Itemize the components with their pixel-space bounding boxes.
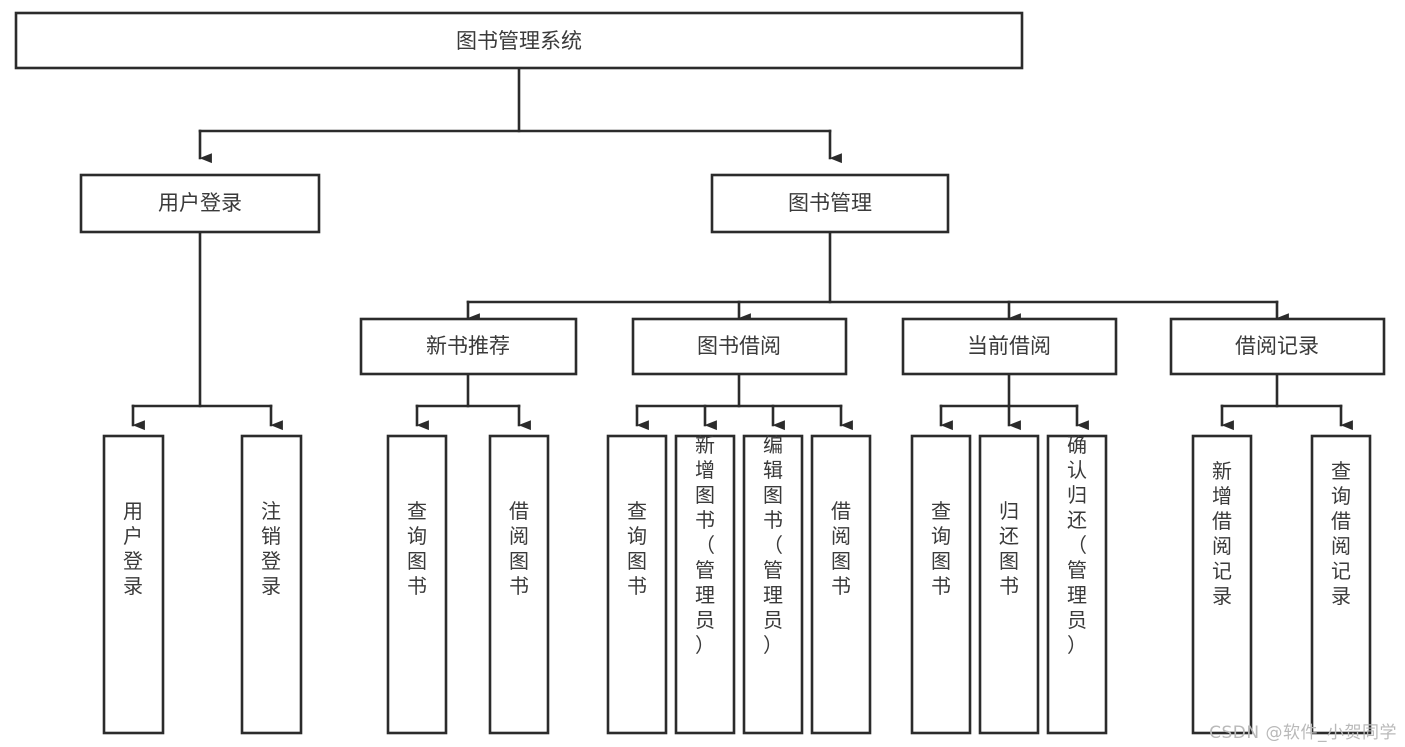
- node-current-borrow-label: 当前借阅: [967, 334, 1051, 358]
- node-borrow-record-label: 借阅记录: [1235, 334, 1319, 358]
- leaf-user-login-label: 用户登录: [123, 499, 143, 598]
- node-new-book-rec[interactable]: 新书推荐: [359, 317, 578, 376]
- node-root-label: 图书管理系统: [456, 29, 582, 53]
- leaf-user-logout[interactable]: 注销登录: [240, 434, 303, 735]
- connector-borrowrecord-to-leaves: [1220, 372, 1353, 431]
- leaf-query-book-1[interactable]: 查询图书: [386, 434, 448, 735]
- leaf-user-login[interactable]: 用户登录: [102, 434, 165, 735]
- node-new-book-rec-label: 新书推荐: [426, 334, 510, 358]
- leaf-query-record[interactable]: 查询借阅记录: [1310, 434, 1372, 735]
- leaf-borrow-book-1-label: 借阅图书: [509, 499, 529, 598]
- leaf-query-book-3-label: 查询图书: [931, 499, 951, 598]
- leaf-borrow-book-2-label: 借阅图书: [831, 499, 851, 598]
- node-book-borrow-label: 图书借阅: [697, 334, 781, 358]
- leaf-query-book-1-label: 查询图书: [407, 499, 427, 598]
- leaf-edit-book-label: 编辑图书（管理员）: [763, 433, 783, 657]
- connector-bookmanage-to-level3: [466, 232, 1289, 324]
- leaf-query-book-2-label: 查询图书: [627, 499, 647, 598]
- leaf-add-book[interactable]: 新增图书（管理员）: [674, 433, 736, 735]
- leaf-user-logout-label: 注销登录: [261, 499, 281, 598]
- leaf-borrow-book-1[interactable]: 借阅图书: [488, 434, 550, 735]
- connector-newbook-to-leaves: [415, 372, 531, 431]
- leaf-return-book-label: 归还图书: [999, 499, 1019, 598]
- leaf-add-record-label: 新增借阅记录: [1212, 459, 1232, 608]
- node-book-manage-label: 图书管理: [788, 191, 872, 215]
- node-current-borrow[interactable]: 当前借阅: [901, 317, 1118, 376]
- node-book-manage[interactable]: 图书管理: [710, 173, 950, 234]
- node-root[interactable]: 图书管理系统: [14, 11, 1024, 70]
- node-book-borrow[interactable]: 图书借阅: [631, 317, 848, 376]
- node-user-login-label: 用户登录: [158, 191, 242, 215]
- leaf-return-book[interactable]: 归还图书: [978, 434, 1040, 735]
- connector-root-to-level2: [198, 66, 842, 164]
- leaf-query-book-2[interactable]: 查询图书: [606, 434, 668, 735]
- leaf-add-record[interactable]: 新增借阅记录: [1191, 434, 1253, 735]
- node-borrow-record[interactable]: 借阅记录: [1169, 317, 1386, 376]
- leaf-borrow-book-2[interactable]: 借阅图书: [810, 434, 872, 735]
- leaf-query-book-3[interactable]: 查询图书: [910, 434, 972, 735]
- leaf-confirm-return-label: 确认归还（管理员）: [1067, 433, 1087, 657]
- leaf-confirm-return[interactable]: 确认归还（管理员）: [1046, 433, 1108, 735]
- leaf-edit-book[interactable]: 编辑图书（管理员）: [742, 433, 804, 735]
- leaf-add-book-label: 新增图书（管理员）: [695, 433, 715, 657]
- connector-bookborrow-to-leaves: [635, 372, 853, 431]
- connector-userlogin-to-leaves: [131, 230, 283, 431]
- node-user-login[interactable]: 用户登录: [79, 173, 321, 234]
- connector-currentborrow-to-leaves: [939, 372, 1089, 431]
- leaf-query-record-label: 查询借阅记录: [1331, 459, 1351, 608]
